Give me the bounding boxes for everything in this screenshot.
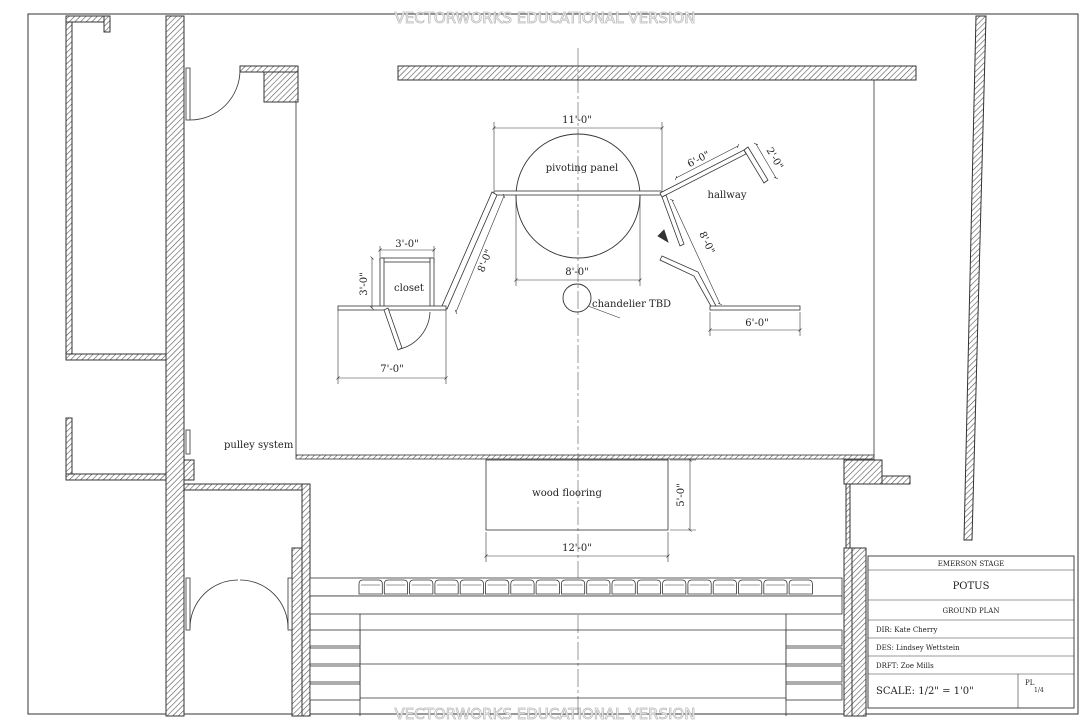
seat: [636, 579, 661, 595]
dim-hallway-side: 8'-0": [696, 230, 716, 256]
title-block-plate-number: 1/4: [1034, 687, 1044, 694]
seat-row: [358, 579, 813, 595]
audience-risers: [309, 577, 843, 716]
seat: [510, 579, 535, 595]
seat: [712, 579, 737, 595]
upper-door: [185, 67, 297, 455]
stage-outline: [295, 80, 875, 460]
lower-double-door: [185, 429, 293, 631]
dim-hallway-top: 6'-0": [686, 150, 712, 170]
seat: [409, 579, 434, 595]
dim-hallway-bottom: 6'-0": [745, 318, 768, 329]
dim-closet-width: 3'-0": [395, 239, 418, 250]
pivoting-panel-wall: [493, 190, 663, 196]
seat: [535, 579, 560, 595]
closet: [337, 257, 447, 351]
title-block: EMERSON STAGE POTUS GROUND PLAN DIR: Kat…: [867, 555, 1075, 709]
pivoting-panel-label: pivoting panel: [546, 163, 618, 174]
wood-flooring-area: [485, 459, 669, 531]
sheet-border: [27, 13, 1079, 715]
title-block-company: EMERSON STAGE: [938, 560, 1004, 568]
seat: [586, 579, 611, 595]
seat: [738, 579, 763, 595]
title-block-sheet: GROUND PLAN: [942, 607, 999, 615]
dim-left-wall: 8'-0": [476, 248, 495, 274]
pulley-system-label: pulley system: [224, 440, 294, 451]
seat: [459, 579, 484, 595]
wood-flooring-label: wood flooring: [532, 488, 602, 499]
title-block-drafter: DRFT: Zoe Mills: [876, 662, 934, 670]
dim-floor-depth: 5'-0": [676, 483, 687, 506]
seat: [358, 579, 383, 595]
dim-floor-width: 12'-0": [562, 543, 592, 554]
dim-hallway-end: 2'-0": [764, 146, 785, 172]
left-walls: [65, 15, 311, 717]
dim-closet-span: 7'-0": [380, 364, 403, 375]
watermark-bottom: VECTORWORKS EDUCATIONAL VERSION: [395, 705, 696, 721]
seat: [687, 579, 712, 595]
chandelier-leader: [587, 305, 621, 319]
dim-panel-bottom: 8'-0": [565, 267, 588, 278]
right-walls: [843, 15, 987, 717]
chandelier-label: chandelier TBD: [592, 299, 671, 310]
seat: [434, 579, 459, 595]
title-block-plate: PL: [1025, 679, 1035, 687]
title-block-scale: SCALE: 1/2" = 1'0": [876, 686, 974, 697]
dimension-lines: [336, 122, 802, 562]
watermark-top: VECTORWORKS EDUCATIONAL VERSION: [395, 9, 696, 27]
hallway-walls: [657, 146, 801, 311]
upstage-header: [397, 65, 917, 81]
dim-panel-top: 11'-0": [562, 115, 592, 126]
dim-closet-depth: 3'-0": [359, 272, 370, 295]
title-block-designer: DES: Lindsey Wettstein: [876, 644, 960, 652]
title-block-show: POTUS: [953, 581, 990, 592]
seat: [611, 579, 636, 595]
seat: [383, 579, 408, 595]
hallway-label: hallway: [708, 190, 747, 201]
seat: [662, 579, 687, 595]
seat: [485, 579, 510, 595]
title-block-director: DIR: Kate Cherry: [876, 626, 938, 634]
closet-label: closet: [394, 283, 424, 294]
seat: [763, 579, 788, 595]
seat: [561, 579, 586, 595]
seat: [788, 579, 813, 595]
chandelier-circle: [562, 283, 592, 313]
